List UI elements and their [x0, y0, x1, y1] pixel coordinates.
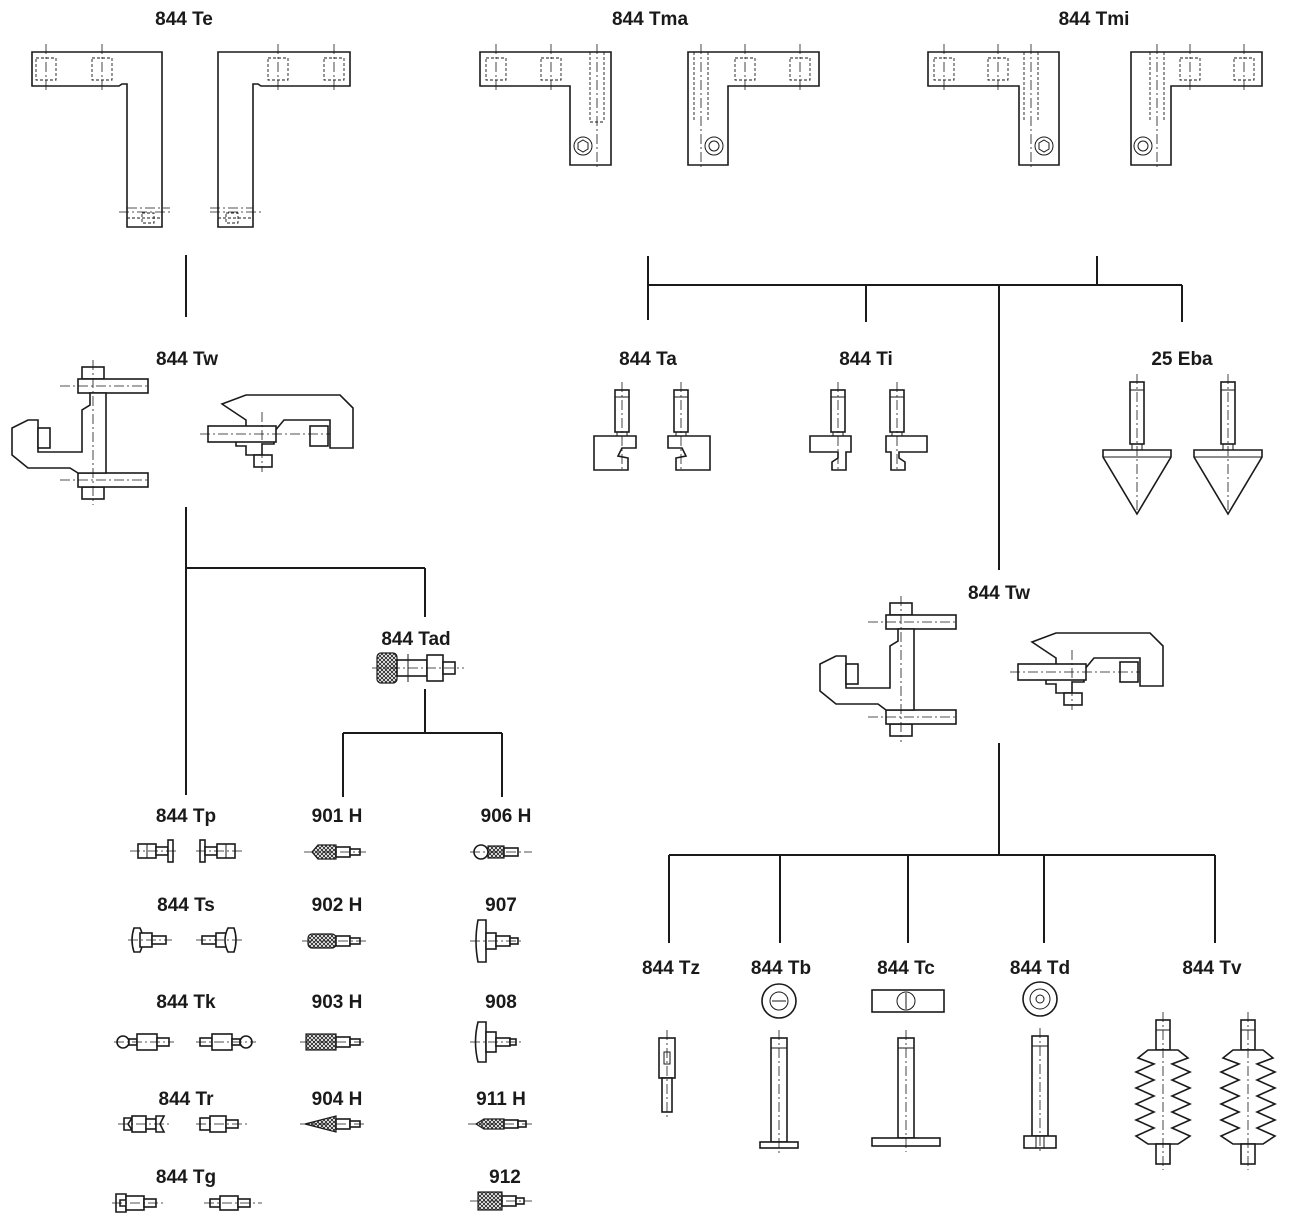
ts-left [128, 927, 172, 953]
label-844-te: 844 Te [155, 9, 213, 30]
part-844-ti [809, 382, 928, 471]
label-901-h: 901 H [312, 806, 363, 827]
part-844-tk [114, 1033, 256, 1051]
label-902-h: 902 H [312, 895, 363, 916]
tg-left [112, 1193, 164, 1213]
label-844-tma: 844 Tma [612, 9, 688, 30]
tmi-right [1130, 44, 1263, 170]
part-844-tad [372, 652, 464, 684]
label-908: 908 [485, 992, 517, 1013]
label-912: 912 [489, 1167, 521, 1188]
part-844-te [31, 44, 351, 228]
label-844-ti: 844 Ti [839, 349, 893, 370]
tw-left-side [200, 394, 354, 472]
tk-left [114, 1033, 174, 1051]
part-907 [470, 919, 524, 963]
part-904-h [300, 1115, 366, 1133]
tk-right [196, 1033, 256, 1051]
tw-left-front [11, 360, 150, 505]
part-844-tv [1134, 1012, 1277, 1170]
label-904-h: 904 H [312, 1089, 363, 1110]
label-844-tmi: 844 Tmi [1059, 9, 1130, 30]
tr-left [118, 1115, 170, 1133]
label-844-ta: 844 Ta [619, 349, 677, 370]
label-844-ts: 844 Ts [157, 895, 215, 916]
part-844-tb [759, 983, 799, 1154]
label-844-tw-left: 844 Tw [156, 349, 218, 370]
part-844-td [1022, 981, 1058, 1154]
label-844-tv: 844 Tv [1182, 958, 1242, 979]
tp-right [196, 839, 244, 863]
tg-right [204, 1195, 262, 1211]
ta-right [667, 382, 711, 471]
label-844-tz: 844 Tz [642, 958, 700, 979]
label-844-tc: 844 Tc [877, 958, 935, 979]
tw-right-side [1010, 632, 1164, 710]
tr-right [196, 1115, 248, 1133]
eba-right [1193, 374, 1263, 518]
tp-left [130, 839, 178, 863]
label-844-tk: 844 Tk [156, 992, 216, 1013]
te-right [210, 44, 351, 228]
part-844-tc [871, 989, 945, 1152]
part-844-tp [130, 839, 244, 863]
tma-right [687, 44, 820, 170]
label-844-tw-right: 844 Tw [968, 583, 1030, 604]
tv-right [1219, 1012, 1277, 1170]
part-844-tg [112, 1193, 262, 1213]
label-25-eba: 25 Eba [1151, 349, 1213, 370]
part-844-tma [479, 44, 820, 170]
tmi-left [927, 44, 1060, 170]
part-844-tmi [927, 44, 1263, 170]
part-903-h [300, 1033, 366, 1051]
part-906-h [470, 844, 532, 860]
tma-left [479, 44, 612, 170]
label-844-tg: 844 Tg [156, 1167, 216, 1188]
ti-left [809, 382, 852, 471]
part-844-tw-left [11, 360, 354, 505]
label-911-h: 911 H [476, 1089, 526, 1110]
part-844-tw-right [819, 596, 1164, 742]
part-844-tz [658, 1030, 676, 1118]
label-844-tad: 844 Tad [381, 629, 450, 650]
tree-lines [185, 255, 1216, 943]
eba-left [1102, 374, 1172, 518]
label-903-h: 903 H [312, 992, 363, 1013]
ts-right [196, 927, 244, 953]
part-844-ts [128, 927, 244, 953]
label-844-td: 844 Td [1010, 958, 1070, 979]
part-911-h [468, 1118, 532, 1130]
ti-right [885, 382, 928, 471]
part-912 [470, 1191, 532, 1211]
part-25-eba [1102, 374, 1263, 518]
part-908 [470, 1021, 522, 1063]
part-901-h [304, 844, 366, 860]
tw-right-front [819, 596, 958, 742]
part-844-tr [118, 1115, 248, 1133]
label-844-tr: 844 Tr [159, 1089, 215, 1110]
part-902-h [302, 933, 366, 949]
ta-left [593, 382, 637, 471]
labels: 844 Te 844 Tma 844 Tmi 844 Tw 844 Ta 844… [155, 9, 1242, 1188]
label-844-tb: 844 Tb [751, 958, 811, 979]
te-left [31, 44, 170, 228]
part-844-ta [593, 382, 711, 471]
tv-left [1134, 1012, 1192, 1170]
label-907: 907 [485, 895, 517, 916]
label-906-h: 906 H [481, 806, 532, 827]
label-844-tp: 844 Tp [156, 806, 216, 827]
